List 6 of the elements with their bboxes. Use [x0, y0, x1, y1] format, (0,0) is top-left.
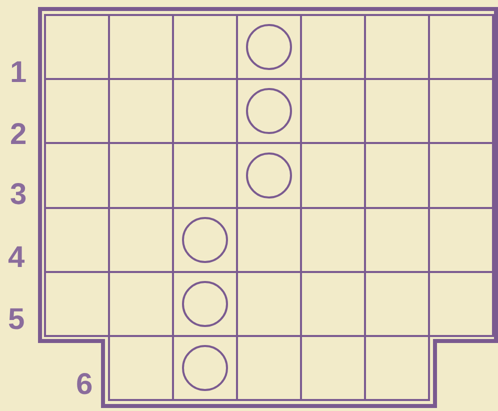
row-number: 2: [10, 120, 27, 150]
row-number: 3: [10, 180, 27, 210]
row-number: 4: [8, 243, 25, 273]
row-number: 5: [8, 305, 25, 335]
row-number: 6: [76, 370, 93, 400]
row-number: 1: [10, 58, 27, 88]
